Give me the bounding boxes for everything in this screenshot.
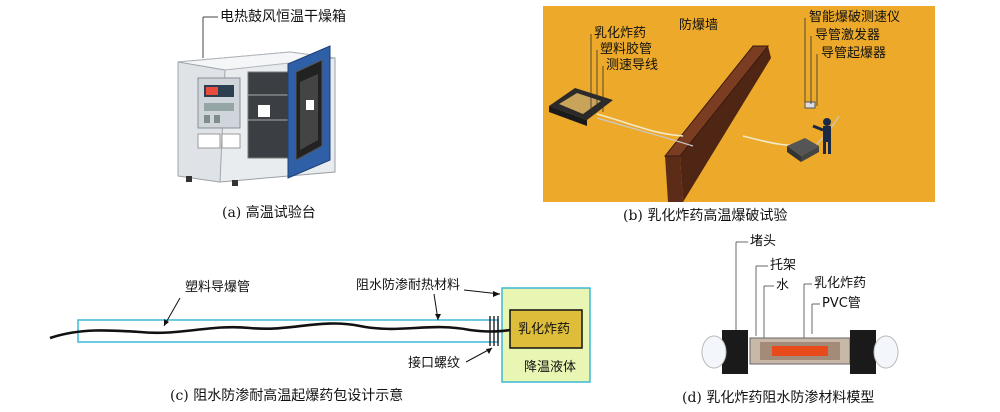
material-model-illustration <box>701 241 899 374</box>
label-bracket: 托架 <box>770 258 797 273</box>
label-cooling-liquid: 降温液体 <box>524 360 577 375</box>
label-plug: 堵头 <box>750 234 777 249</box>
blast-test-scene <box>543 6 935 202</box>
panel-c: 塑料导爆管 阻水防渗耐热材料 乳化炸药 接口螺纹 降温液体 (c) 阻水防渗耐高… <box>40 270 600 412</box>
label-detonating-tube: 塑料导爆管 <box>185 280 251 295</box>
detonating-tube <box>49 322 511 340</box>
label-pvc: PVC管 <box>822 296 861 311</box>
label-thread: 接口螺纹 <box>408 356 461 371</box>
caption-c: (c) 阻水防渗耐高温起爆药包设计示意 <box>170 388 404 404</box>
label-emulsion-b: 乳化炸药 <box>594 26 647 41</box>
label-speed-wire: 测速导线 <box>606 58 659 73</box>
label-explosive-d: 乳化炸药 <box>814 276 867 291</box>
plug-right <box>873 335 899 369</box>
package-design-diagram <box>49 287 591 383</box>
oven-illustration <box>177 16 336 186</box>
bracket-right <box>850 330 876 374</box>
oven-label: 电热鼓风恒温干燥箱 <box>220 9 346 25</box>
label-instrument: 智能爆破测速仪 <box>809 10 901 25</box>
caption-d: (d) 乳化炸药阻水防渗材料模型 <box>682 390 875 406</box>
label-exciter: 导管激发器 <box>815 28 881 43</box>
panel-b: 乳化炸药 塑料胶管 测速导线 防爆墙 智能爆破测速仪 导管激发器 导管起爆器 (… <box>543 6 935 228</box>
label-insulation: 阻水防渗耐热材料 <box>356 278 461 293</box>
explosive-core <box>772 346 828 356</box>
plug-left <box>701 335 727 369</box>
label-initiator: 导管起爆器 <box>821 46 887 61</box>
caption-a: (a) 高温试验台 <box>222 205 316 221</box>
label-plastic-tube: 塑料胶管 <box>600 42 653 57</box>
panel-d: 堵头 托架 水 乳化炸药 PVC管 (d) 乳化炸药阻水防渗材料模型 <box>682 228 970 412</box>
label-blast-wall: 防爆墙 <box>679 18 719 33</box>
caption-b: (b) 乳化炸药高温爆破试验 <box>623 208 788 224</box>
explosive-box <box>509 309 583 349</box>
panel-a: 电热鼓风恒温干燥箱 (a) 高温试验台 <box>160 0 400 226</box>
label-water: 水 <box>776 278 790 293</box>
label-explosive-c: 乳化炸药 <box>518 322 571 337</box>
blast-wall <box>665 46 768 156</box>
